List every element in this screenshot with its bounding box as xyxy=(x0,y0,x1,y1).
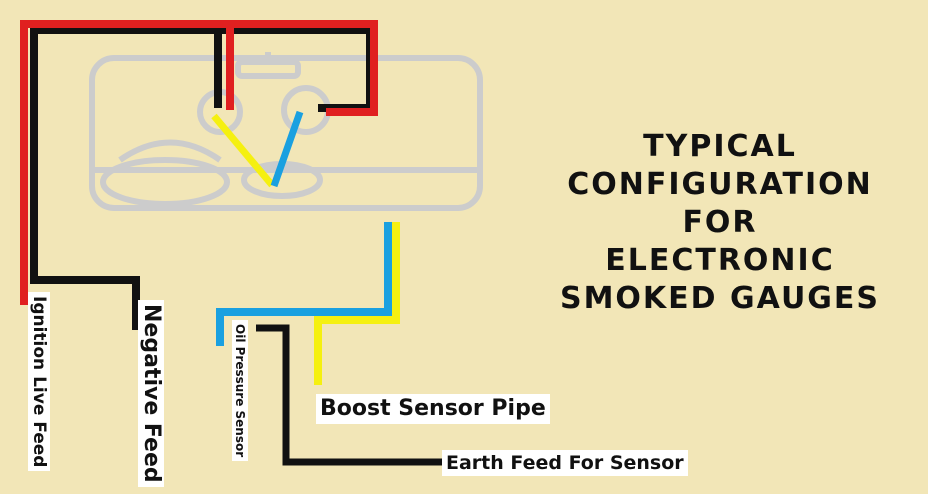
title-line-2: Configuration xyxy=(567,167,873,202)
boost-sensor-pipe-label: Boost Sensor Pipe xyxy=(316,394,550,424)
earth-feed-wire xyxy=(256,324,445,466)
oil-pressure-wire xyxy=(270,110,304,188)
ignition-live-feed-wire xyxy=(20,20,378,305)
oil-pressure-sensor-label: Oil Pressure Sensor xyxy=(232,320,248,462)
negative-feed-label: Negative Feed xyxy=(138,300,164,487)
title-line-3: For xyxy=(682,205,758,240)
boost-sensor-wire-run xyxy=(314,222,400,385)
title-line-5: Smoked Gauges xyxy=(559,281,881,316)
title-line-4: Electronic xyxy=(605,243,835,278)
oil-pressure-wire-run xyxy=(216,222,392,346)
gauge-pod-outline xyxy=(89,52,483,211)
boost-sensor-wire xyxy=(211,113,275,188)
title-line-1: Typical xyxy=(643,129,797,164)
earth-feed-label: Earth Feed For Sensor xyxy=(442,450,688,476)
diagram-title: Typical Configuration For Electronic Smo… xyxy=(540,128,900,318)
ignition-live-feed-label: Ignition Live Feed xyxy=(28,292,50,472)
